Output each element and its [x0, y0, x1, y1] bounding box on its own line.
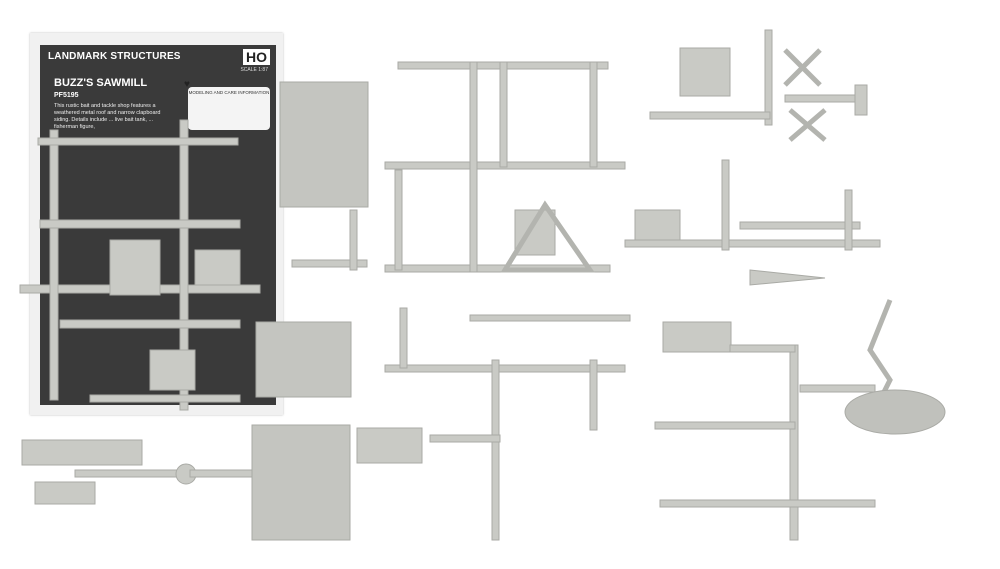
scale-ratio: SCALE 1:87 [240, 67, 268, 73]
wall-panel-bottom [255, 321, 352, 398]
wall-panel-top [279, 81, 369, 208]
sprue-frame-right-middle [624, 159, 881, 286]
floor-panel [251, 424, 351, 541]
scale-badge: HO [243, 49, 270, 65]
sprue-frame-center-top [384, 61, 626, 273]
sprue-frame-center-bottom [356, 307, 631, 541]
kit-title: BUZZ'S SAWMILL [54, 77, 148, 89]
heart-icon: ♥ [184, 79, 190, 90]
sprue-frame-bottom-left [21, 439, 261, 505]
care-info-box: MODELING AND CARE INFORMATION [188, 87, 270, 130]
sprue-frame-left [19, 119, 261, 411]
sprue-frame-right-top [649, 29, 868, 142]
kit-description: This rustic bait and tackle shop feature… [54, 103, 161, 130]
product-code: PF5195 [54, 92, 79, 99]
sprue-frame-right-bottom [654, 299, 946, 541]
brand-logo: LANDMARK STRUCTURES [48, 51, 181, 62]
